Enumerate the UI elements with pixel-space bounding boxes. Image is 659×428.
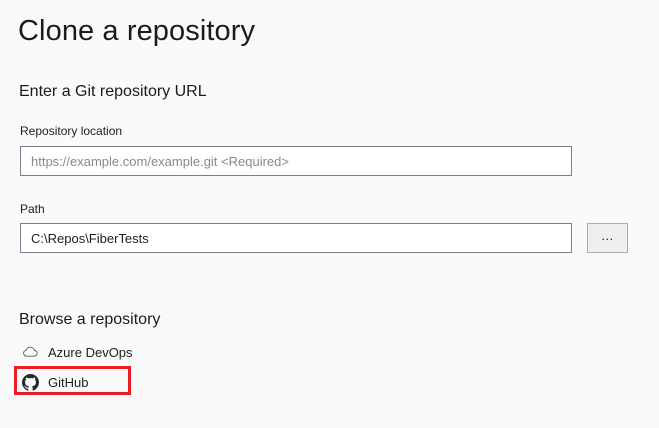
- provider-label-azure-devops: Azure DevOps: [48, 344, 133, 360]
- path-label: Path: [20, 202, 45, 216]
- repository-location-input[interactable]: [20, 146, 572, 176]
- github-icon: [20, 372, 40, 392]
- provider-item-github[interactable]: GitHub: [20, 371, 88, 393]
- url-section-heading: Enter a Git repository URL: [19, 83, 207, 100]
- repository-location-label: Repository location: [20, 124, 123, 138]
- browse-section-heading: Browse a repository: [19, 311, 161, 328]
- provider-item-azure-devops[interactable]: Azure DevOps: [20, 341, 133, 363]
- path-input[interactable]: [20, 223, 572, 253]
- cloud-icon: [20, 342, 40, 362]
- page-title: Clone a repository: [18, 15, 256, 47]
- provider-label-github: GitHub: [48, 374, 89, 390]
- browse-path-button[interactable]: ...: [587, 223, 628, 253]
